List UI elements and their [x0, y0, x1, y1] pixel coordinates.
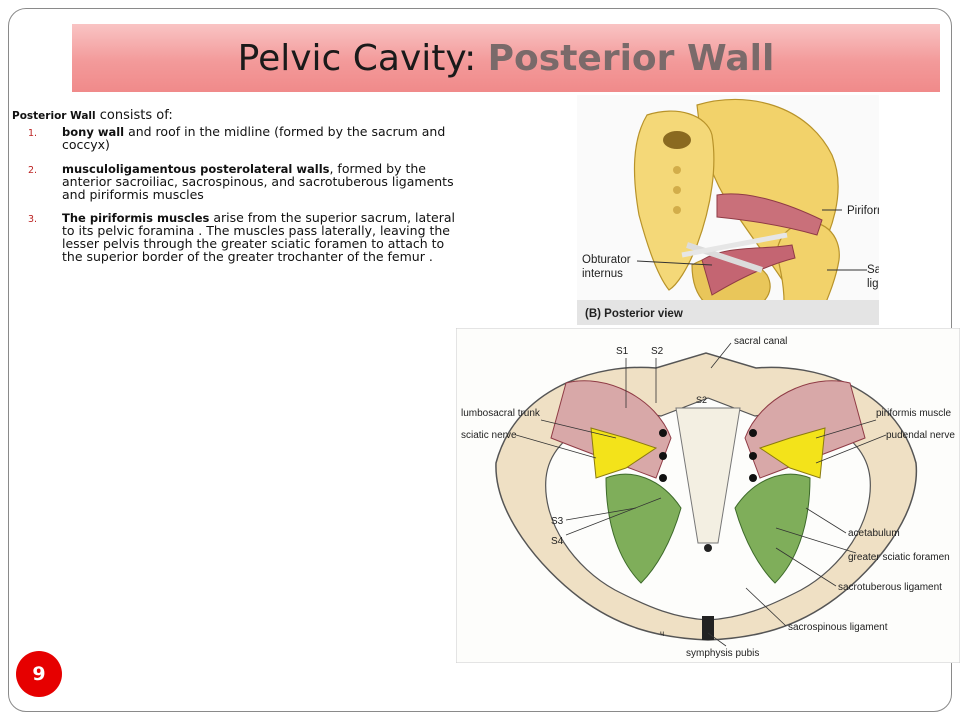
label-cut-2: lig [867, 278, 879, 290]
label-pudendal-nerve: pudendal nerve [886, 430, 955, 441]
label-piriformis: Piriformis [847, 205, 879, 217]
label-lumbosacral-trunk: lumbosacral trunk [461, 408, 541, 419]
item-number: 2. [28, 165, 38, 176]
title-accent: Posterior Wall [487, 38, 775, 79]
pelvis-superior-figure: S1 S2 S2 sacral canal lumbosacral trunk … [456, 328, 960, 663]
item-text: and roof in the midline (formed by the s… [62, 124, 446, 152]
label-sacral-canal: sacral canal [734, 336, 787, 347]
list-item: 1. bony wall and roof in the midline (fo… [28, 124, 457, 152]
slide-title: Pelvic Cavity: Posterior Wall [72, 24, 940, 92]
item-bold: musculoligamentous posterolateral walls [62, 162, 330, 176]
label-greater-sciatic-foramen: greater sciatic foramen [848, 552, 950, 563]
content-heading: Posterior Wall consists of: [12, 108, 457, 123]
label-piriformis-muscle: piriformis muscle [876, 408, 951, 419]
label-symphysis-pubis: symphysis pubis [686, 648, 759, 659]
label-s2-center: S2 [696, 395, 707, 405]
label-s2: S2 [651, 346, 664, 357]
label-sacrospinous-ligament: sacrospinous ligament [788, 622, 888, 633]
label-mark: ч [660, 629, 664, 638]
label-s1: S1 [616, 346, 629, 357]
label-cut-1: Sa [867, 264, 879, 276]
slide-content: Posterior Wall consists of: 1. bony wall… [12, 108, 457, 264]
label-obturator-1: Obturator [582, 254, 631, 266]
label-s4: S4 [551, 536, 564, 547]
heading-bold: Posterior Wall [12, 110, 96, 122]
label-obturator-2: internus [582, 268, 623, 280]
label-sciatic-nerve: sciatic nerve [461, 430, 517, 441]
item-text: , formed by the anterior sacroiliac, sac… [62, 161, 454, 202]
list-item: 3. The piriformis muscles arise from the… [28, 210, 457, 264]
item-bold: The piriformis muscles [62, 211, 210, 225]
title-plain: Pelvic Cavity: [237, 38, 488, 79]
item-text: arise from the superior sacrum, lateral … [62, 210, 456, 264]
posterior-view-figure: Piriformis Obturator internus Sa lig (B)… [577, 95, 879, 325]
list-item: 2. musculoligamentous posterolateral wal… [28, 161, 457, 202]
item-bold: bony wall [62, 125, 125, 139]
item-number: 1. [28, 128, 38, 139]
page-number-badge: 9 [16, 651, 62, 697]
figure-caption: (B) Posterior view [585, 308, 683, 320]
label-sacrotuberous-ligament: sacrotuberous ligament [838, 582, 942, 593]
heading-rest: consists of: [95, 108, 173, 123]
label-acetabulum: acetabulum [848, 528, 900, 539]
item-number: 3. [28, 214, 38, 225]
bullet-list: 1. bony wall and roof in the midline (fo… [12, 124, 457, 264]
label-s3: S3 [551, 516, 564, 527]
